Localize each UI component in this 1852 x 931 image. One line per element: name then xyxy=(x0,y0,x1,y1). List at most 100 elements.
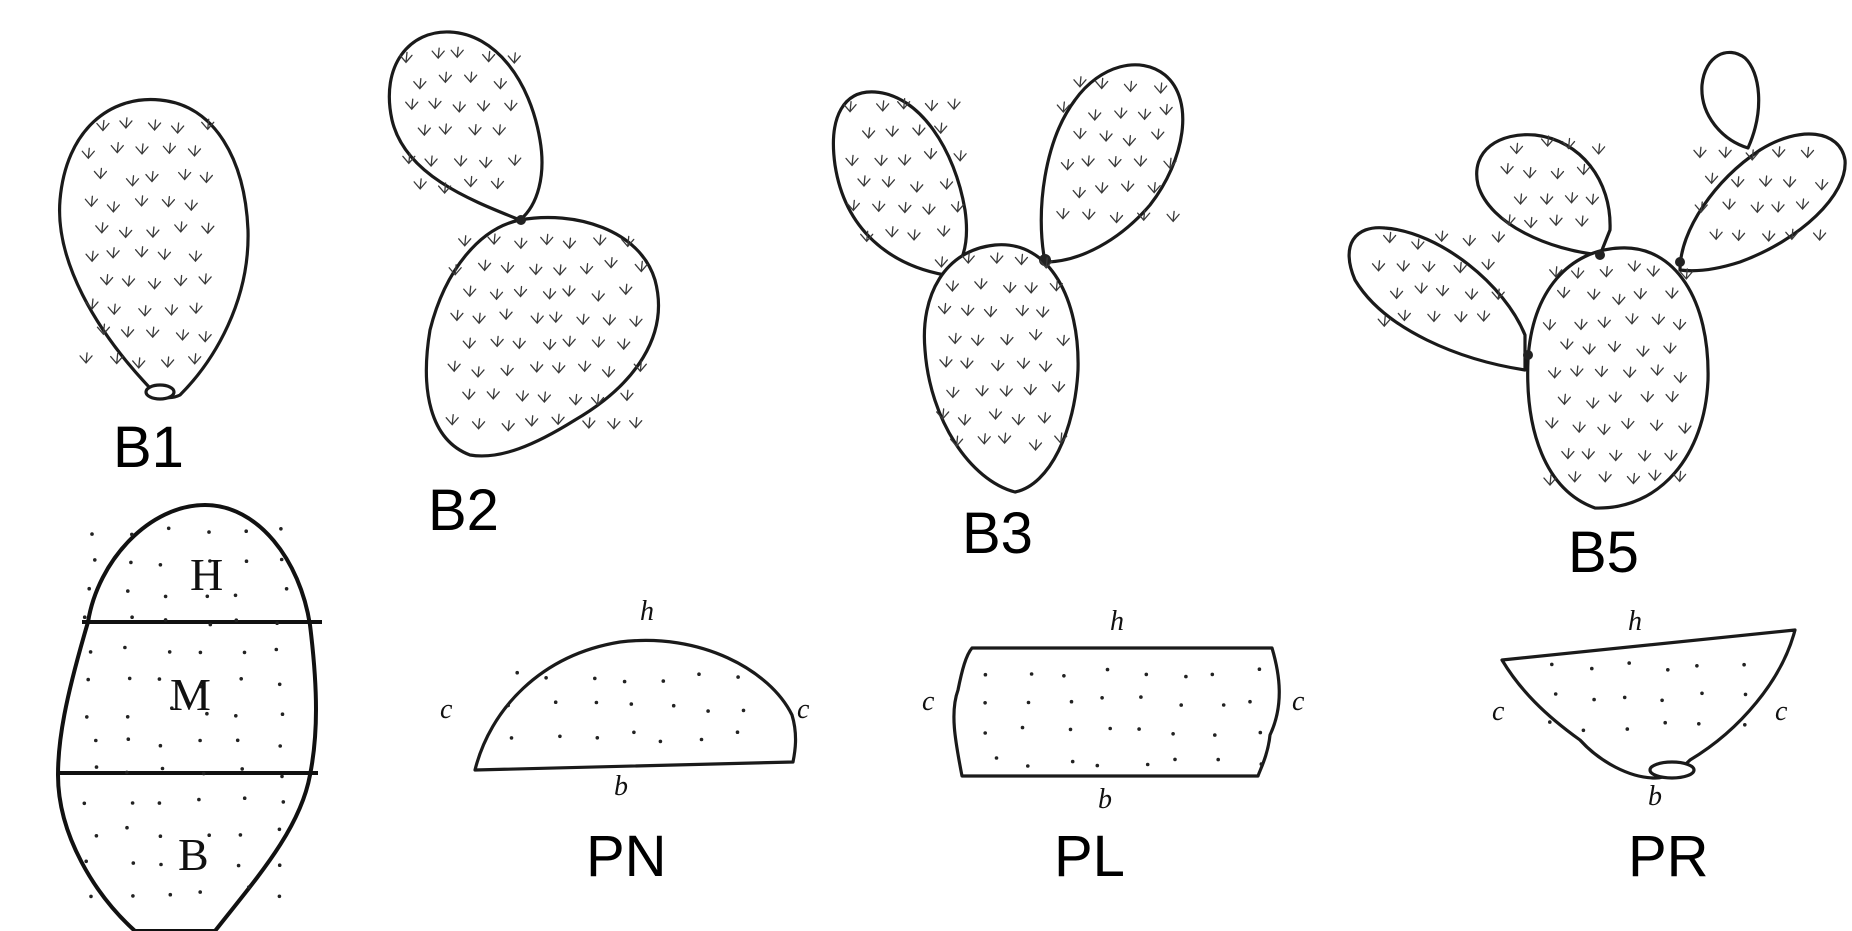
stipple-dot xyxy=(1096,764,1100,768)
stipple-dot xyxy=(164,595,168,599)
stipple-dot xyxy=(1137,727,1141,731)
stipple-dot xyxy=(83,802,87,806)
spine-tuft xyxy=(1463,236,1475,246)
spine-tuft xyxy=(1482,259,1494,269)
stipple-dot xyxy=(207,530,211,534)
stipple-dot xyxy=(278,683,282,687)
stipple-dot xyxy=(243,651,247,655)
profile-pn-bottom: b xyxy=(614,771,628,802)
zone-label-m: M xyxy=(170,669,211,720)
stipple-dot xyxy=(90,532,94,536)
stipple-dot xyxy=(1100,696,1104,700)
stipple-dot xyxy=(85,715,89,719)
spine-tuft xyxy=(954,151,966,161)
spine-tuft xyxy=(508,53,520,63)
stipple-dot xyxy=(1184,675,1188,679)
stipple-dot xyxy=(1146,763,1150,767)
label-b5: B5 xyxy=(1568,520,1639,585)
stipple-dot xyxy=(234,594,238,598)
stipple-dot xyxy=(510,736,514,740)
stipple-dot xyxy=(1021,726,1025,730)
stipple-dot xyxy=(623,680,627,684)
spine-tuft xyxy=(1814,230,1826,240)
stipple-dot xyxy=(128,677,132,681)
stipple-dot xyxy=(161,767,165,771)
stipple-dot xyxy=(1248,700,1252,704)
stipple-dot xyxy=(87,587,91,591)
label-pn: PN xyxy=(586,824,667,889)
stipple-dot xyxy=(1108,727,1112,731)
stipple-dot xyxy=(1222,703,1226,707)
profile-pl-left: c xyxy=(922,686,935,717)
stipple-dot xyxy=(234,714,238,718)
stipple-dot xyxy=(84,860,88,864)
stipple-dot xyxy=(1069,728,1073,732)
stipple-dot xyxy=(132,861,136,865)
stipple-dot xyxy=(285,587,289,591)
stipple-dot xyxy=(131,894,135,898)
stipple-dot xyxy=(130,533,134,537)
label-pl: PL xyxy=(1054,824,1125,889)
stipple-dot xyxy=(1213,733,1217,737)
spine-tuft xyxy=(948,99,960,109)
stipple-dot xyxy=(700,738,704,742)
profile-pl-shape xyxy=(954,648,1279,776)
stipple-dot xyxy=(159,744,163,748)
stipple-dot xyxy=(89,650,93,654)
stipple-dot xyxy=(706,709,710,713)
stipple-dot xyxy=(697,672,701,676)
profile-pl-bottom: b xyxy=(1098,784,1112,815)
stipple-dot xyxy=(86,678,90,682)
stipple-dot xyxy=(1062,674,1066,678)
stipple-dot xyxy=(1211,673,1215,677)
stipple-dot xyxy=(1145,673,1149,677)
label-b1: B1 xyxy=(113,415,184,480)
stipple-dot xyxy=(554,700,558,704)
stipple-dot xyxy=(1743,723,1747,727)
profile-pn: h c c b xyxy=(440,596,810,802)
profile-pr-right: c xyxy=(1775,696,1788,727)
stipple-dot xyxy=(278,895,282,899)
cladode-b5-topright xyxy=(1680,134,1845,271)
stipple-dot xyxy=(593,677,597,681)
label-pr: PR xyxy=(1628,824,1709,889)
stipple-dot xyxy=(244,529,248,533)
stipple-dot xyxy=(240,767,244,771)
profile-pr-top: h xyxy=(1628,606,1642,637)
stipple-dot xyxy=(131,801,135,805)
profile-pr-left: c xyxy=(1492,696,1505,727)
spine-tuft xyxy=(621,390,633,400)
stipple-dot xyxy=(506,704,510,708)
stipple-dot xyxy=(659,740,663,744)
stipple-dot xyxy=(280,558,284,562)
stipple-dot xyxy=(158,801,162,805)
areole-base-b1 xyxy=(146,385,174,399)
joint-b5-c xyxy=(1523,350,1533,360)
stipple-dot xyxy=(995,756,999,760)
stipple-dot xyxy=(983,701,987,705)
profile-pl: h c c b xyxy=(922,606,1305,815)
zone-label-b: B xyxy=(178,829,209,880)
stipple-dot xyxy=(159,863,163,867)
spine-tuft xyxy=(1074,77,1086,87)
stipple-dot xyxy=(1626,727,1630,731)
cladode-b5-small xyxy=(1702,52,1759,148)
stipple-dot xyxy=(1697,722,1701,726)
spine-tuft xyxy=(1436,231,1448,241)
stipple-dot xyxy=(94,739,98,743)
stipple-dot xyxy=(1260,762,1264,766)
stipple-dot xyxy=(198,739,202,743)
stipple-dot xyxy=(235,618,239,622)
stipple-dot xyxy=(1592,698,1596,702)
stipple-dot xyxy=(596,736,600,740)
stipple-dot xyxy=(1171,732,1175,736)
stipple-dot xyxy=(129,561,133,565)
stipple-dot xyxy=(278,828,282,832)
spine-tuft xyxy=(925,101,937,111)
stipple-dot xyxy=(126,589,130,593)
stipple-dot xyxy=(239,833,243,837)
stipple-dot xyxy=(1216,758,1220,762)
joint-b5-a xyxy=(1595,250,1605,260)
stipple-dot xyxy=(984,673,988,677)
profile-pn-right: c xyxy=(797,694,810,725)
